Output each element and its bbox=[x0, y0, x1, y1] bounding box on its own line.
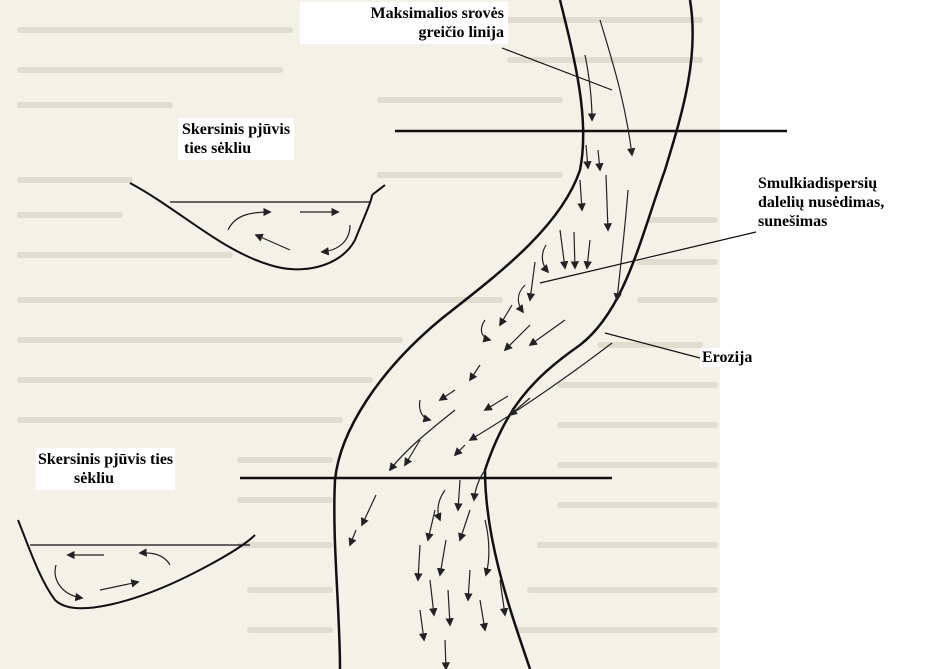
label-line: Skersinis pjūvis ties bbox=[38, 450, 173, 469]
label-line: Smulkiadispersių bbox=[758, 174, 884, 193]
label-cross-section-top: Skersinis pjūvis ties sėkliu bbox=[178, 118, 294, 160]
label-line: sunešimas bbox=[758, 212, 884, 231]
label-max-velocity-line: Maksimalios srovės greičio linija bbox=[300, 2, 508, 44]
label-cross-section-bottom: Skersinis pjūvis ties sėkliu bbox=[36, 448, 175, 490]
label-line: ties sėkliu bbox=[182, 139, 290, 158]
label-line: greičio linija bbox=[304, 23, 504, 42]
label-line: Skersinis pjūvis bbox=[182, 120, 290, 139]
label-line: Maksimalios srovės bbox=[304, 4, 504, 23]
label-fine-particles: Smulkiadispersių dalelių nusėdimas, sune… bbox=[756, 172, 886, 233]
label-line: sėkliu bbox=[38, 469, 173, 488]
label-line: dalelių nusėdimas, bbox=[758, 193, 884, 212]
label-erosion: Erozija bbox=[700, 348, 754, 367]
